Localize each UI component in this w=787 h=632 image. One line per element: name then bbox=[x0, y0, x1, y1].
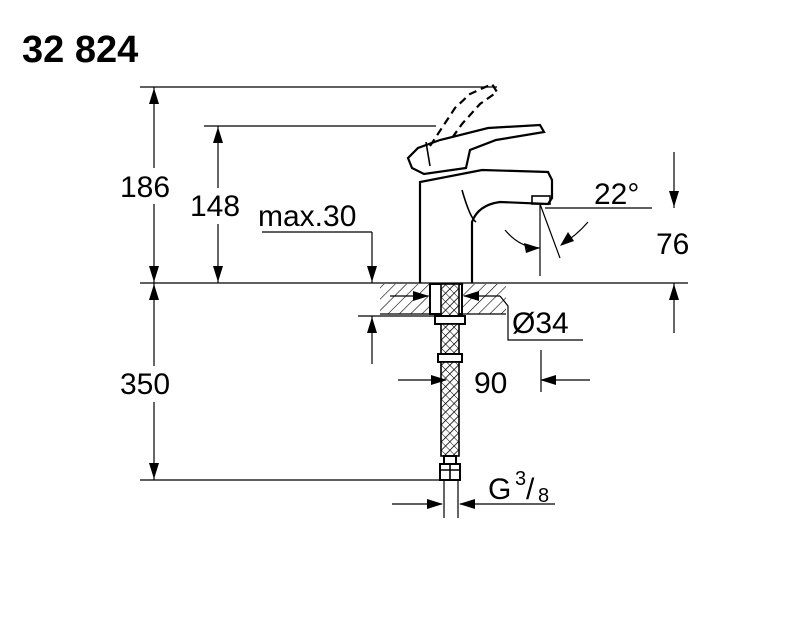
dimension-76-label: 76 bbox=[656, 228, 689, 261]
dimension-350: 350 bbox=[118, 283, 188, 480]
dimension-148-label: 148 bbox=[190, 190, 240, 223]
dimension-hole: Ø34 bbox=[390, 291, 583, 341]
dimension-angle-label: 22° bbox=[594, 178, 639, 211]
dimension-hole-label: Ø34 bbox=[512, 307, 569, 340]
dimension-350-label: 350 bbox=[120, 368, 170, 401]
mounting-deck bbox=[380, 284, 506, 315]
thread-denominator: 8 bbox=[538, 485, 549, 507]
dimension-thread: G 3 / 8 bbox=[392, 468, 555, 509]
dimension-90: 90 bbox=[398, 350, 590, 400]
dimension-deck-thickness: max.30 bbox=[258, 200, 377, 364]
dimension-186-label: 186 bbox=[120, 171, 170, 204]
supply-hose bbox=[434, 283, 466, 518]
thread-slash: / bbox=[526, 473, 535, 506]
thread-numerator: 3 bbox=[515, 468, 526, 490]
product-number: 32 824 bbox=[22, 29, 138, 71]
dimension-148: 148 bbox=[188, 126, 250, 283]
dimension-76: 76 bbox=[656, 152, 689, 333]
dimension-90-label: 90 bbox=[474, 367, 507, 400]
dimension-186: 186 bbox=[118, 87, 188, 283]
thread-prefix: G bbox=[488, 473, 511, 506]
dimension-deck-label: max.30 bbox=[258, 200, 356, 233]
reference-lines bbox=[140, 86, 688, 481]
dimension-angle: 22° bbox=[504, 178, 639, 276]
